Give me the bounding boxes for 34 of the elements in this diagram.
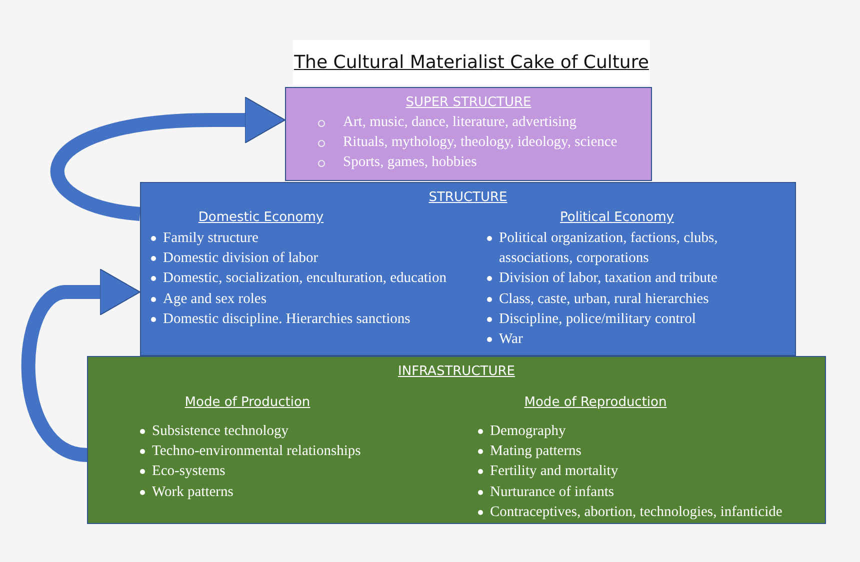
diagram-title: The Cultural Materialist Cake of Culture [294,52,649,73]
curved-arrow [50,96,286,221]
layer-box [140,182,796,356]
list-item: Class, caste, urban, rural hierarchies [487,288,787,309]
column-heading: Mode of Reproduction [524,395,667,410]
list-item: Eco-systems [140,461,470,482]
list-item: Age and sex roles [151,288,481,309]
list-item: Political organization, factions, clubs, associations, corporations [487,228,787,268]
list-item: Domestic division of labor [151,248,481,268]
list-item: Techno-environmental relationships [140,441,470,462]
list-item: Domestic discipline. Hierarchies sanctions [151,308,481,330]
list-item: Rituals, mythology, theology, ideology, science [316,132,651,152]
list-item: Family structure [151,228,481,248]
list-item: War [487,329,787,350]
list-item: Work patterns [140,482,470,502]
list-item: Art, music, dance, literature, advertising [316,112,651,132]
list-item: Nurturance of infants [478,482,818,502]
column-heading: Mode of Production [184,395,310,410]
list-item: Domestic, socialization, enculturation, education [151,268,481,289]
list-item: Subsistence technology [140,421,470,442]
list-item: Sports, games, hobbies [316,152,651,173]
layer-box [285,87,652,181]
list-item: Contraceptives, abortion, technologies, infanticide [478,502,818,522]
list-item: Division of labor, taxation and tribute [487,268,787,289]
list-item: Mating patterns [478,441,818,462]
layer-heading: STRUCTURE [428,190,508,205]
layer-box [87,356,826,524]
list-item: Fertility and mortality [478,461,818,482]
column-heading: Political Economy [560,210,674,225]
column-heading: Domestic Economy [198,210,324,225]
list-item: Demography [478,421,818,442]
list-item: Discipline, police/military control [487,308,787,330]
layer-heading: INFRASTRUCTURE [398,364,515,379]
layer-heading: SUPER STRUCTURE [406,95,532,110]
